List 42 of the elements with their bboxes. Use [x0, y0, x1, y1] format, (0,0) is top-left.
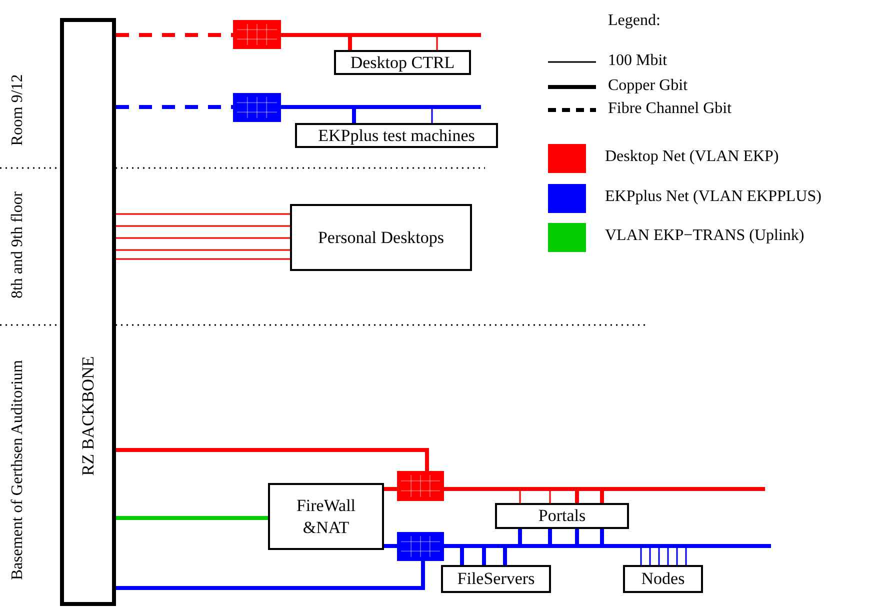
- network-link: [116, 105, 233, 109]
- network-link: [116, 33, 233, 37]
- device-box: [295, 123, 498, 148]
- device-label: Nodes: [641, 568, 685, 590]
- device-box: [441, 565, 551, 593]
- device-box: [290, 204, 472, 271]
- floor-label: Room 9/12: [9, 74, 27, 146]
- backbone-label: RZ BACKBONE: [77, 356, 98, 476]
- network-link: [116, 237, 290, 239]
- device-label: Portals: [538, 505, 586, 527]
- floor-label: Basement of Gerthsen Auditorium: [9, 360, 27, 580]
- network-switch: [397, 471, 444, 501]
- network-link: [116, 448, 429, 471]
- network-switch: [233, 93, 281, 122]
- network-link: [116, 258, 290, 260]
- network-link: [116, 516, 268, 520]
- network-switch: [233, 20, 281, 49]
- network-link: [384, 487, 397, 491]
- backbone-box: [60, 18, 116, 606]
- floor-label: 8th and 9th floor: [9, 191, 27, 299]
- device-label: EKPplus test machines: [318, 124, 475, 146]
- device-label: FireWall &NAT: [295, 495, 357, 538]
- legend-text: VLAN EKP−TRANS (Uplink): [605, 227, 804, 245]
- network-link: [116, 561, 425, 590]
- device-box: [268, 483, 384, 550]
- legend-text: EKPplus Net (VLAN EKPPLUS): [605, 188, 822, 206]
- network-link: [116, 249, 290, 251]
- legend-text: 100 Mbit: [608, 52, 668, 70]
- legend-text: Copper Gbit: [608, 77, 688, 95]
- device-label: Desktop CTRL: [350, 52, 455, 74]
- device-box: [495, 503, 629, 529]
- legend-text: Fibre Channel Gbit: [608, 100, 732, 118]
- network-switch: [397, 532, 444, 561]
- legend-text: Desktop Net (VLAN EKP): [605, 148, 779, 166]
- device-box: [623, 565, 703, 593]
- network-link: [116, 213, 290, 215]
- device-label: FileServers: [457, 568, 535, 590]
- device-label: Personal Desktops: [318, 226, 444, 248]
- network-link: [384, 544, 397, 548]
- legend-title: Legend:: [608, 12, 660, 30]
- network-link: [116, 225, 290, 227]
- device-box: [334, 50, 471, 75]
